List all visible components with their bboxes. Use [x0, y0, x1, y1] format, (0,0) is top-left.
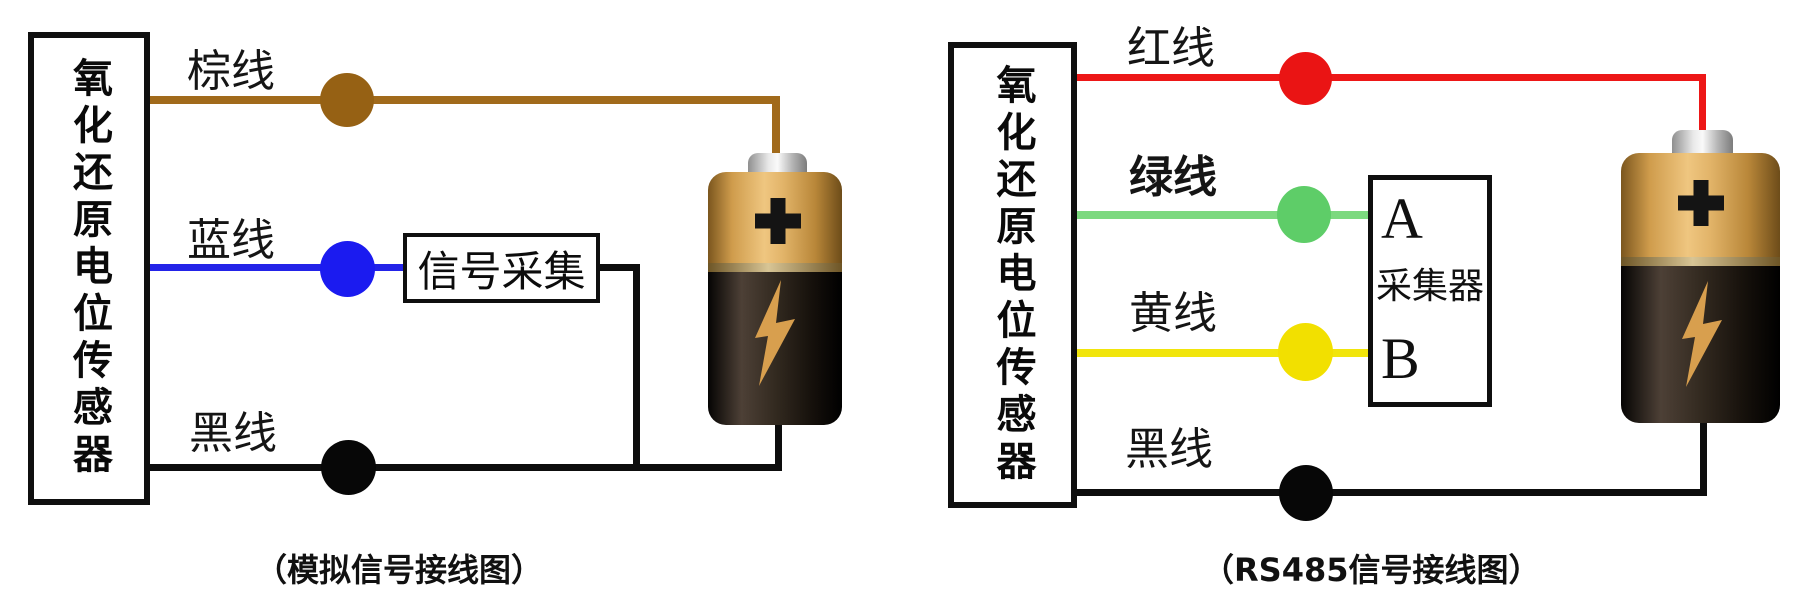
- red-wire-vertical: [1699, 74, 1706, 134]
- collector-output-connector-vertical: [633, 264, 640, 471]
- right-black-wire: [1077, 489, 1707, 496]
- right-black-wire-terminal-dot: [1279, 465, 1333, 521]
- signal-collector-box-label: 信号采集: [417, 249, 586, 296]
- terminal-a-label: A: [1381, 186, 1423, 251]
- left-battery-negative-lead: [775, 419, 782, 471]
- brown-wire-vertical: [772, 96, 780, 158]
- left-black-wire-label: 黑线: [189, 409, 277, 458]
- battery-terminal-icon: [1672, 130, 1733, 155]
- right-black-wire-label: 黑线: [1125, 425, 1213, 474]
- left-black-wire: [150, 464, 782, 471]
- battery-band: [1621, 257, 1780, 266]
- blue-wire: [150, 264, 403, 271]
- right-battery-negative-lead: [1700, 421, 1707, 496]
- signal-collector-box: 信号采集: [403, 233, 600, 303]
- right-diagram-caption: （RS485信号接线图）: [1202, 551, 1541, 589]
- yellow-wire-label: 黄线: [1129, 289, 1217, 338]
- brown-wire-label: 棕线: [187, 47, 275, 96]
- green-wire-label: 绿线: [1129, 153, 1217, 202]
- left-diagram-caption: （模拟信号接线图）: [254, 551, 543, 589]
- terminal-b-label: B: [1381, 326, 1420, 391]
- rs485-collector-box-label: 采集器: [1375, 266, 1484, 306]
- plus-icon: [755, 198, 801, 244]
- blue-wire-label: 蓝线: [187, 216, 275, 265]
- brown-wire: [150, 96, 780, 104]
- lightning-bolt-icon: [1682, 281, 1722, 387]
- blue-wire-terminal-dot: [320, 241, 375, 297]
- green-wire-terminal-dot: [1277, 186, 1331, 243]
- rs485-collector-box: A 采集器 B: [1368, 175, 1492, 407]
- left-sensor-box: 氧化还原电位传感器: [28, 32, 150, 505]
- yellow-wire: [1077, 349, 1368, 357]
- red-wire-label: 红线: [1127, 24, 1215, 73]
- left-sensor-box-label: 氧化还原电位传感器: [66, 57, 112, 480]
- red-wire: [1077, 74, 1706, 81]
- right-sensor-box-label: 氧化还原电位传感器: [989, 63, 1036, 487]
- green-wire: [1077, 211, 1368, 219]
- brown-wire-terminal-dot: [320, 73, 374, 127]
- red-wire-terminal-dot: [1279, 52, 1332, 105]
- left-black-wire-terminal-dot: [321, 440, 376, 495]
- collector-output-connector: [598, 264, 640, 271]
- left-battery: [708, 151, 842, 425]
- battery-band: [708, 263, 842, 272]
- plus-icon: [1678, 180, 1724, 226]
- lightning-bolt-icon: [755, 280, 795, 386]
- right-battery: [1621, 128, 1780, 425]
- right-sensor-box: 氧化还原电位传感器: [948, 42, 1077, 508]
- yellow-wire-terminal-dot: [1278, 323, 1333, 381]
